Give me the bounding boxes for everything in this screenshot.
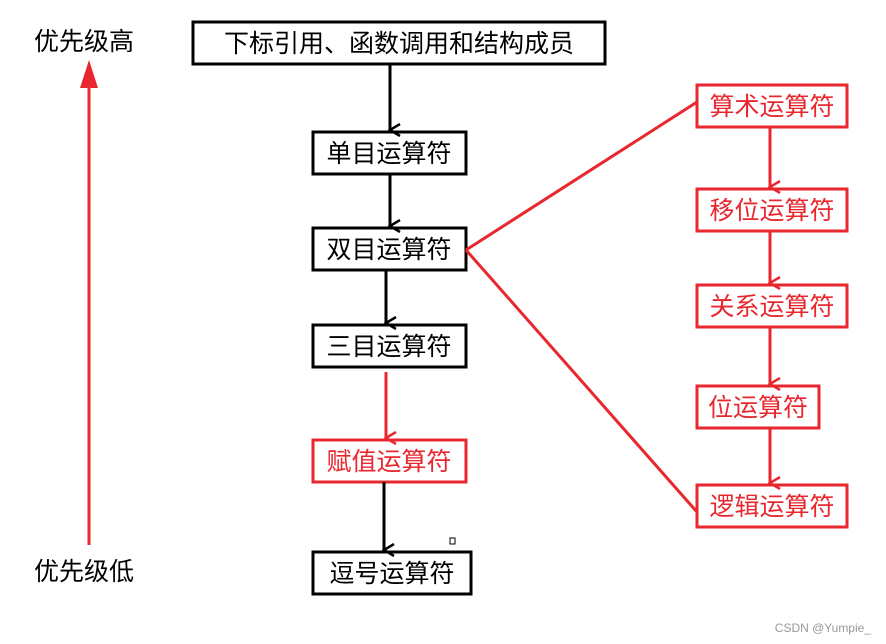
sub-box-relational-label: 关系运算符 (709, 292, 834, 321)
priority-high-label: 优先级高 (34, 27, 134, 56)
bracket-line-top (465, 100, 698, 252)
main-box-subscript: 下标引用、函数调用和结构成员 (191, 20, 607, 66)
main-box-assignment-label: 赋值运算符 (326, 447, 451, 476)
priority-low-label: 优先级低 (34, 557, 134, 586)
main-box-unary: 单目运算符 (311, 130, 468, 176)
main-box-ternary-label: 三目运算符 (326, 332, 451, 361)
main-box-binary: 双目运算符 (311, 226, 468, 272)
sub-box-shift-label: 移位运算符 (709, 196, 834, 225)
sub-box-bitwise-label: 位运算符 (708, 393, 808, 422)
small-marker (449, 537, 456, 545)
sub-box-logical-label: 逻辑运算符 (709, 492, 834, 521)
main-box-assignment: 赋值运算符 (311, 438, 468, 484)
sub-box-arithmetic: 算术运算符 (695, 83, 849, 129)
main-box-comma: 逗号运算符 (311, 550, 473, 596)
main-box-comma-label: 逗号运算符 (329, 559, 454, 588)
main-box-subscript-label: 下标引用、函数调用和结构成员 (224, 29, 574, 58)
sub-box-logical: 逻辑运算符 (695, 483, 849, 529)
sub-box-relational: 关系运算符 (695, 283, 849, 329)
bracket-line-bottom (464, 249, 699, 513)
main-box-binary-label: 双目运算符 (326, 235, 451, 264)
main-box-unary-label: 单目运算符 (326, 139, 451, 168)
main-box-ternary: 三目运算符 (311, 323, 468, 369)
sub-box-shift: 移位运算符 (695, 187, 849, 233)
priority-arrow-head (80, 60, 98, 88)
sub-box-bitwise: 位运算符 (695, 384, 821, 430)
watermark: CSDN @Yumpie_ (775, 621, 872, 635)
sub-box-arithmetic-label: 算术运算符 (709, 92, 834, 121)
